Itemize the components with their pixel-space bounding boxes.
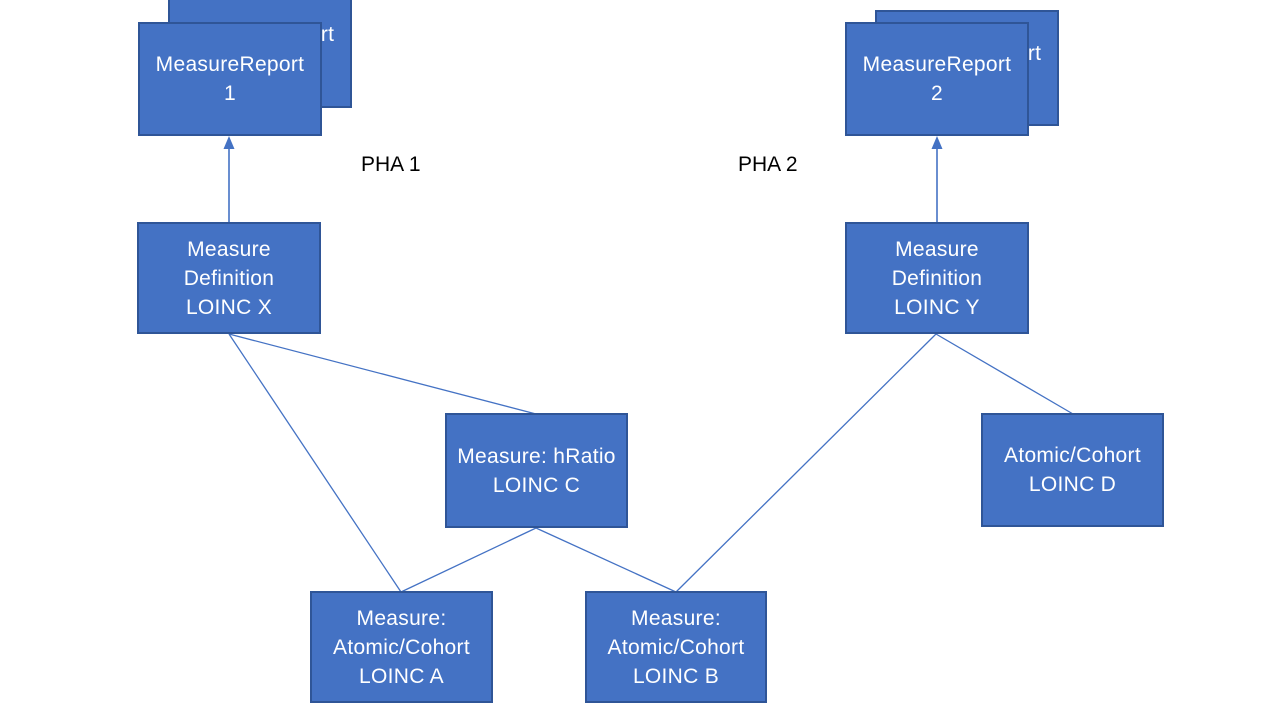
node-label-line: 2 bbox=[931, 82, 943, 105]
region-label-pha-2: PHA 2 bbox=[738, 153, 798, 176]
node-label-line: LOINC X bbox=[185, 295, 273, 319]
node-label-line: Atomic/Cohort bbox=[333, 635, 470, 659]
node-atomic-cohort-loinc-d: Atomic/Cohort LOINC D bbox=[981, 413, 1164, 527]
node-measure-atomic-cohort-loinc-b: Measure: Atomic/Cohort LOINC B bbox=[585, 591, 767, 703]
arrowhead-def-x-to-mr1-icon bbox=[223, 136, 235, 149]
node-measure-hratio-loinc-c: Measure: hRatio LOINC C bbox=[445, 413, 628, 528]
node-label-line: Measure bbox=[895, 237, 979, 261]
node-label-line: LOINC C bbox=[492, 473, 581, 497]
node-label-line: MeasureReport bbox=[155, 53, 305, 76]
connector-def-x-to-ratio-c bbox=[228, 333, 537, 415]
node-label-line: 1 bbox=[224, 82, 236, 105]
node-measure-definition-loinc-y: Measure Definition LOINC Y bbox=[845, 222, 1029, 334]
arrowhead-def-y-to-mr2-icon bbox=[931, 136, 943, 149]
node-label-line: Atomic/Cohort bbox=[1004, 444, 1141, 467]
node-label-line: Measure: bbox=[356, 606, 447, 630]
node-label-line: Measure: bbox=[631, 606, 721, 630]
connector-ratio-c-to-atomic-a bbox=[400, 527, 537, 593]
connector-def-y-to-atomic-d bbox=[935, 333, 1074, 415]
node-measure-atomic-cohort-loinc-a: Measure: Atomic/Cohort LOINC A bbox=[310, 591, 493, 703]
node-measure-report-2: MeasureReport 2 bbox=[845, 22, 1029, 136]
node-measure-definition-loinc-x: Measure Definition LOINC X bbox=[137, 222, 321, 334]
node-label-line: Measure bbox=[187, 237, 271, 261]
connector-def-x-to-atomic-a bbox=[228, 333, 402, 593]
node-label-line: LOINC D bbox=[1028, 473, 1117, 496]
connector-def-y-to-atomic-b bbox=[675, 333, 937, 593]
node-measure-report-1: MeasureReport 1 bbox=[138, 22, 322, 136]
node-label-line: LOINC Y bbox=[894, 295, 980, 319]
node-label-line: Definition bbox=[183, 266, 275, 290]
node-label-line: LOINC B bbox=[632, 664, 720, 688]
node-label-line: Atomic/Cohort bbox=[607, 635, 745, 659]
node-label-line: Measure: hRatio bbox=[457, 444, 616, 468]
node-label-line: LOINC A bbox=[359, 664, 444, 688]
region-label-pha-1: PHA 1 bbox=[361, 153, 421, 176]
connector-ratio-c-to-atomic-b bbox=[535, 527, 677, 593]
node-label-line: Definition bbox=[891, 266, 983, 290]
node-label-line: MeasureReport bbox=[862, 53, 1012, 76]
